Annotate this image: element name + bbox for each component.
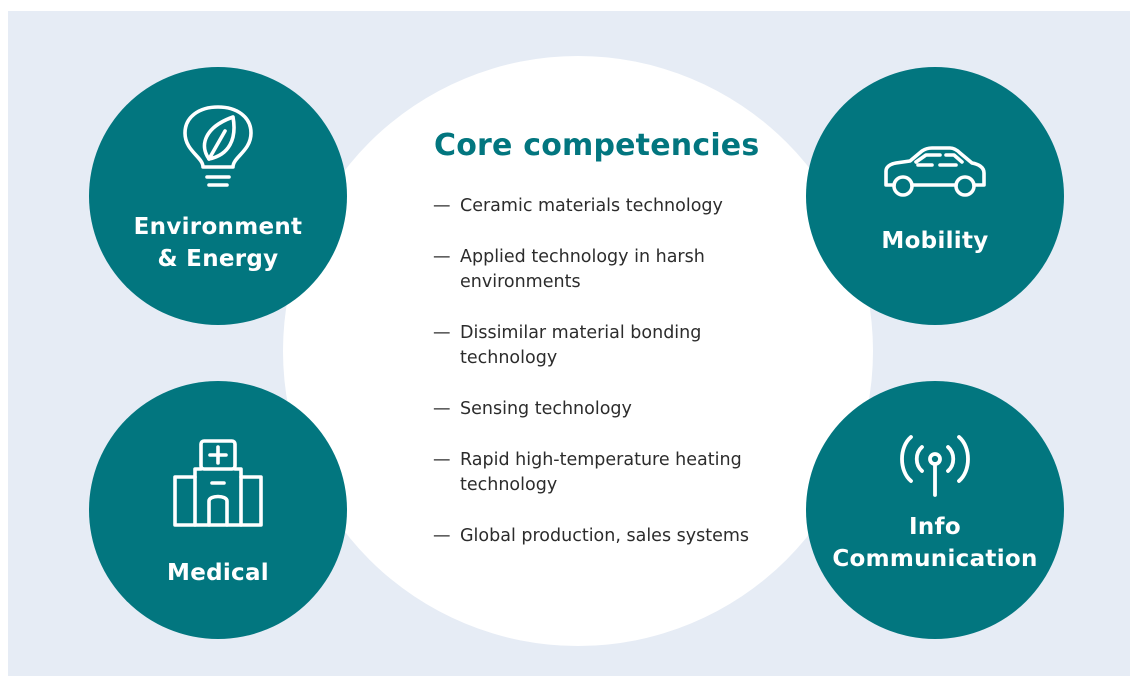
mobility-circle: Mobility [806, 67, 1064, 325]
medical-label: Medical [167, 560, 269, 586]
mobility-label: Mobility [881, 228, 989, 254]
leaf-lightbulb-icon [183, 105, 253, 187]
bullet-dash: — [433, 399, 451, 419]
competency-item: — Rapid high-temperature heating technolo… [433, 448, 763, 498]
competency-item: — Global production, sales systems [433, 524, 763, 549]
competency-item: — Sensing technology [433, 397, 763, 422]
competency-text: Ceramic materials technology [460, 196, 723, 216]
bullet-dash: — [433, 526, 451, 546]
environment-energy-label: Environment & Energy [133, 214, 303, 272]
info-communication-circle: Info Communication [806, 381, 1064, 639]
medical-circle: Medical [89, 381, 347, 639]
car-icon [884, 146, 986, 197]
hospital-icon [173, 439, 263, 527]
competency-item: — Applied technology in harsh environment… [433, 245, 763, 295]
competency-item: — Dissimilar material bonding technology [433, 321, 763, 371]
competency-list: — Ceramic materials technology — Applied t… [433, 194, 763, 575]
info-communication-label: Info Communication [832, 514, 1038, 572]
bullet-dash: — [433, 450, 451, 470]
bullet-dash: — [433, 196, 451, 216]
core-competencies-circle [283, 56, 873, 646]
competency-text: Applied technology in harsh environments [460, 247, 705, 292]
antenna-signal-icon [900, 435, 970, 497]
competency-text: Dissimilar material bonding technology [460, 323, 702, 368]
environment-energy-circle: Environment & Energy [89, 67, 347, 325]
competency-item: — Ceramic materials technology [433, 194, 763, 219]
competency-text: Global production, sales systems [460, 526, 750, 546]
competency-text: Rapid high-temperature heating technolog… [460, 450, 742, 495]
core-competencies-title: Core competencies [434, 128, 760, 163]
bullet-dash: — [433, 247, 451, 267]
competency-text: Sensing technology [460, 399, 632, 419]
bullet-dash: — [433, 323, 451, 343]
